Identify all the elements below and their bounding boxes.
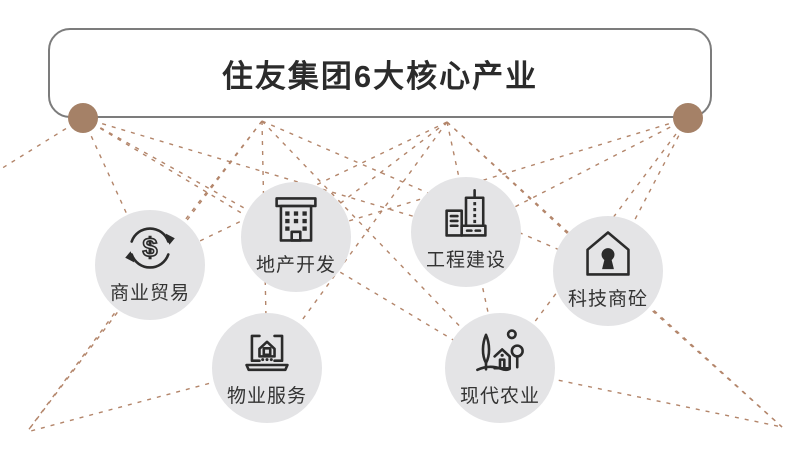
node-label: 地产开发	[255, 255, 336, 276]
node-property-services: 物业服务	[212, 313, 322, 423]
svg-text:$: $	[143, 233, 158, 263]
office-building-icon	[275, 197, 317, 242]
node-label: 现代农业	[459, 386, 540, 407]
farm-landscape-icon	[476, 329, 524, 372]
left-anchor-dot	[68, 103, 98, 133]
node-label: 工程建设	[425, 250, 506, 271]
laptop-home-icon	[245, 334, 289, 372]
construction-buildings-icon	[445, 188, 487, 237]
node-engineering-construction: 工程建设	[411, 177, 521, 287]
node-tech-concrete: 科技商砼	[553, 216, 663, 326]
node-commerce-trade: $ 商业贸易	[95, 210, 205, 320]
title-banner: 住友集团6大核心产业	[48, 28, 712, 118]
node-modern-agriculture: 现代农业	[445, 313, 555, 423]
page-title: 住友集团6大核心产业	[221, 58, 539, 94]
house-keyhole-icon	[586, 231, 630, 276]
node-real-estate: 地产开发	[241, 182, 351, 292]
node-label: 物业服务	[226, 386, 307, 407]
node-label: 科技商砼	[567, 289, 648, 310]
money-circulation-icon: $	[125, 227, 175, 269]
node-label: 商业贸易	[109, 283, 190, 304]
right-anchor-dot	[673, 103, 703, 133]
